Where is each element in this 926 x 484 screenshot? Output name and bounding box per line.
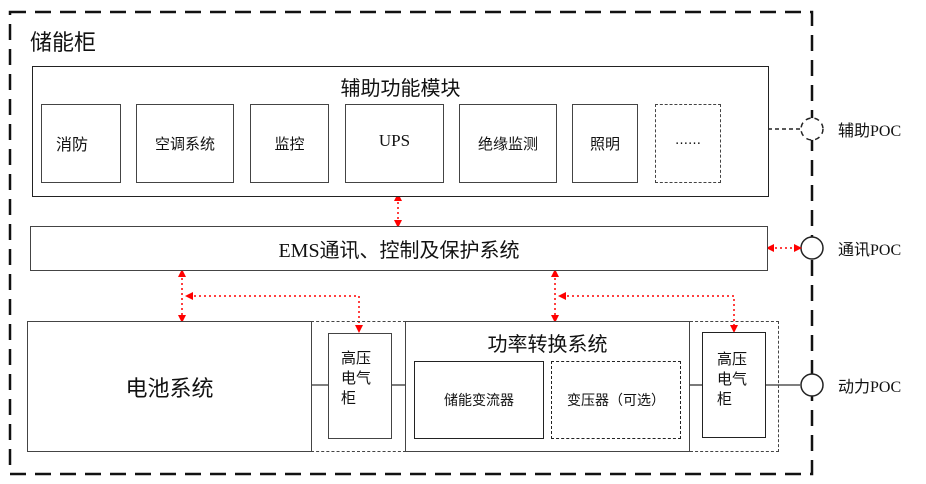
aux-item-hvac: 空调系统 <box>136 104 234 183</box>
aux-item-more: …… <box>655 104 721 183</box>
aux-module-title: 辅助功能模块 <box>340 75 461 100</box>
aux-item-ups: UPS <box>345 104 444 183</box>
hv-cabinet-right-line-1: 高压 <box>717 350 748 368</box>
pcs-converter: 储能变流器 <box>414 361 544 439</box>
ems-hv-left-arrow <box>185 292 363 333</box>
aux-poc-label: 辅助POC <box>838 123 902 140</box>
comm-poc-node <box>800 236 824 260</box>
hv-cabinet-right-line-3: 柜 <box>717 390 733 408</box>
hv-cabinet-right-line-2: 电气 <box>717 370 748 388</box>
hv-cabinet-left-line-2: 电气 <box>341 369 372 387</box>
container-title: 储能柜 <box>30 31 97 56</box>
hv-cabinet-left: 高压 电气 柜 <box>328 333 392 439</box>
comm-poc-label: 通讯POC <box>838 242 902 259</box>
aux-item-fire: 消防 <box>41 104 121 183</box>
pcs-transformer: 变压器（可选） <box>551 361 681 439</box>
hv-cabinet-right-enclosure <box>690 321 779 452</box>
battery-system-title: 电池系统 <box>125 376 214 402</box>
hv-cabinet-left-line-1: 高压 <box>341 349 372 367</box>
aux-poc-node <box>800 117 824 141</box>
power-poc-label: 动力POC <box>838 379 902 396</box>
storage-cabinet-border <box>8 10 814 476</box>
hv-cabinet-left-line-3: 柜 <box>341 389 357 407</box>
hv-cabinet-left-enclosure <box>311 321 406 452</box>
aux-item-insulation: 绝缘监测 <box>459 104 557 183</box>
ems-hv-right-arrow <box>558 292 738 333</box>
aux-item-lighting: 照明 <box>572 104 638 183</box>
aux-item-monitoring: 监控 <box>250 104 329 183</box>
pcs-system-title: 功率转换系统 <box>487 331 608 356</box>
ems-system-title: EMS通讯、控制及保护系统 <box>278 240 520 262</box>
battery-system: 电池系统 <box>27 321 312 452</box>
ems-system: EMS通讯、控制及保护系统 <box>30 226 768 271</box>
hv-cabinet-right: 高压 电气 柜 <box>702 332 766 438</box>
power-poc-node <box>800 373 824 397</box>
